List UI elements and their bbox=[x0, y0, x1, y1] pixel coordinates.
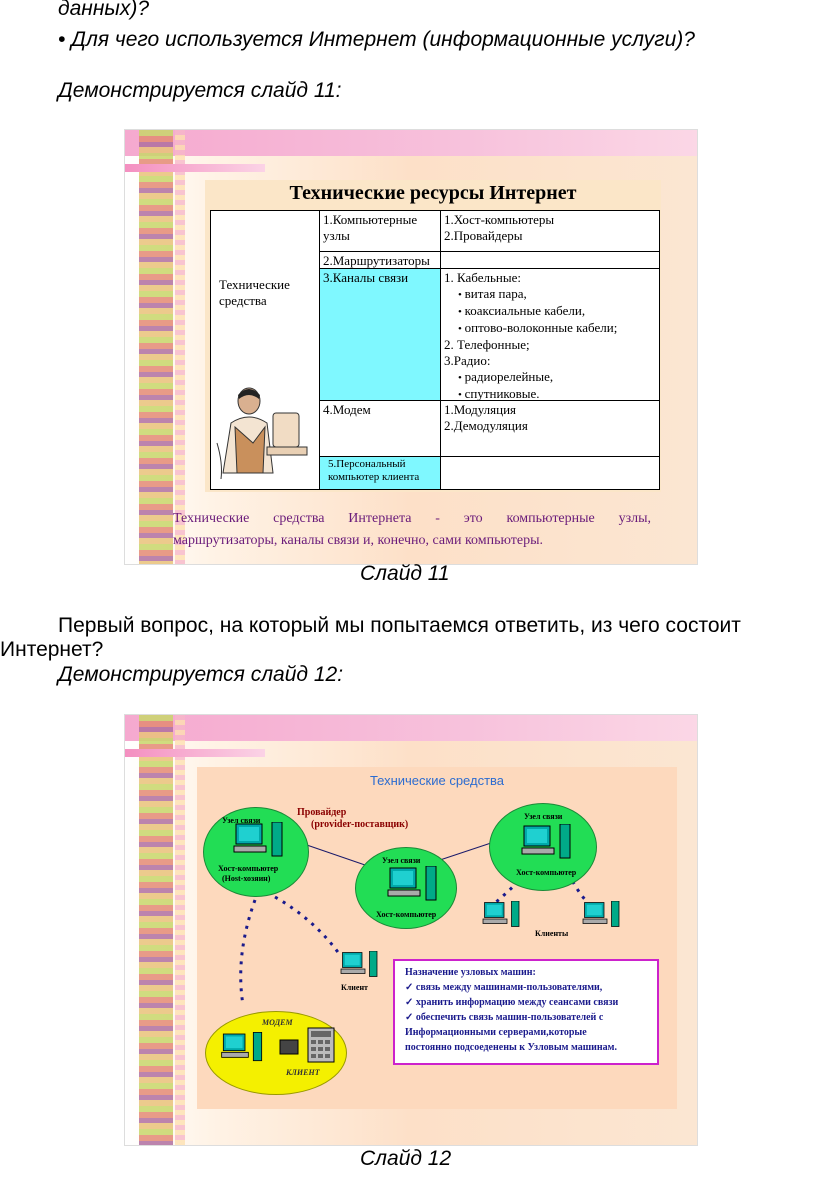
table-cell: 1.Модуляция 2.Демодуляция bbox=[440, 400, 660, 457]
decor-bar bbox=[125, 164, 265, 172]
decor-bar bbox=[125, 749, 265, 757]
node-host-2: Узел связи Хост-компьютер bbox=[355, 847, 457, 929]
resources-table: Технические средства 1.Компьютерные узлы… bbox=[210, 210, 660, 490]
text-line-demo-12: Демонстрируется слайд 12: bbox=[58, 663, 344, 686]
row-detail: 2.Демодуляция bbox=[444, 418, 528, 433]
bullet-item: спутниковые. bbox=[458, 386, 656, 403]
caption-line: маршрутизаторы, каналы связи и, конечно,… bbox=[173, 533, 544, 548]
row-detail: 1. Кабельные: bbox=[444, 270, 521, 285]
info-box: Назначение узловых машин: связь между ма… bbox=[393, 959, 659, 1065]
text-line-internet-use: • Для чего используется Интернет (информ… bbox=[58, 28, 695, 51]
info-item: хранить информацию между сеансами связи bbox=[405, 995, 647, 1010]
decor-band bbox=[125, 130, 697, 156]
table-cell: 1.Хост-компьютеры 2.Провайдеры bbox=[440, 210, 660, 252]
table-cell: 2.Маршрутизаторы bbox=[319, 251, 441, 269]
info-text: Информационными серверами,которые bbox=[405, 1027, 587, 1038]
table-cell: 3.Каналы связи bbox=[319, 268, 441, 401]
node-label: Узел связи bbox=[382, 856, 421, 865]
info-item: связь между машинами-пользователями, bbox=[405, 980, 647, 995]
row-detail: 2. Телефонные; bbox=[444, 337, 530, 352]
computer-icon bbox=[521, 824, 571, 859]
decor-strip bbox=[175, 715, 185, 1145]
row-item: 1.Компьютерные узлы bbox=[323, 212, 418, 243]
decor-strip bbox=[175, 130, 185, 564]
row-detail: 2.Провайдеры bbox=[444, 228, 523, 243]
text-line-data-end: данных)? bbox=[58, 0, 150, 20]
bullet-list: витая пара, коаксиальные кабели, оптово-… bbox=[444, 286, 656, 337]
row-detail: 1.Хост-компьютеры bbox=[444, 212, 555, 227]
node-label: Хост-компьютер bbox=[218, 864, 279, 873]
computer-icon bbox=[482, 901, 520, 927]
bullet-list: радиорелейные, спутниковые. bbox=[444, 369, 656, 403]
table-cell: 4.Модем bbox=[319, 400, 441, 457]
node-label: Хост-компьютер bbox=[376, 910, 437, 919]
slide-label: Слайд 12 bbox=[360, 1147, 452, 1170]
provider-label: Провайдер bbox=[297, 807, 347, 818]
info-title: Назначение узловых машин: bbox=[405, 967, 536, 978]
row-detail: 1.Модуляция bbox=[444, 402, 517, 417]
computer-icon bbox=[221, 1032, 263, 1062]
slide-caption: Технические средства Интернета - это ком… bbox=[173, 508, 651, 552]
table-cell-text: Технические средства bbox=[219, 277, 290, 308]
node-label: Узел связи bbox=[222, 816, 261, 825]
slide-title: Технические ресурсы Интернет bbox=[289, 182, 577, 204]
bullet-item: радиорелейные, bbox=[458, 369, 656, 386]
table-cell bbox=[440, 251, 660, 269]
client-italic-label: КЛИЕНТ bbox=[286, 1068, 320, 1077]
row-item: 5.Персональный компьютер клиента bbox=[328, 458, 420, 483]
person-illustration bbox=[216, 387, 308, 480]
slide-12: Технические средства Узел связи Хост-ком… bbox=[124, 714, 698, 1146]
row-detail: 3.Радио: bbox=[444, 353, 491, 368]
slide-label: Слайд 11 bbox=[360, 562, 450, 585]
decor-strip bbox=[139, 715, 173, 1145]
decor-band bbox=[125, 715, 697, 741]
table-cell-left: Технические средства bbox=[210, 210, 320, 490]
clients-label: Клиенты bbox=[535, 929, 569, 938]
slide-title: Технические средства bbox=[369, 773, 505, 788]
node-host-1: Узел связи Хост-компьютер (Host-хозяин) bbox=[203, 807, 309, 897]
computer-icon bbox=[582, 901, 620, 927]
decor-strip bbox=[139, 130, 173, 564]
table-cell: 5.Персональный компьютер клиента bbox=[319, 456, 441, 490]
row-item: 4.Модем bbox=[323, 402, 371, 417]
computer-icon bbox=[387, 866, 437, 901]
row-item: 2.Маршрутизаторы bbox=[323, 253, 430, 268]
table-cell bbox=[440, 456, 660, 490]
paragraph-line: Интернет? bbox=[0, 638, 104, 661]
info-item: обеспечить связь машин-пользователей с bbox=[405, 1010, 647, 1025]
bullet-item: оптово-волоконные кабели; bbox=[458, 320, 656, 337]
node-label: Узел связи bbox=[524, 812, 563, 821]
node-label: Хост-компьютер bbox=[516, 868, 577, 877]
info-text: постоянно подсоеденены к Узловым машинам… bbox=[405, 1042, 617, 1053]
computer-icon bbox=[233, 822, 283, 857]
text-line-demo-11: Демонстрируется слайд 11: bbox=[58, 79, 342, 102]
table-cell: 1.Компьютерные узлы bbox=[319, 210, 441, 252]
row-item: 3.Каналы связи bbox=[323, 270, 409, 285]
table-cell: 1. Кабельные: витая пара, коаксиальные к… bbox=[440, 268, 660, 401]
computer-icon bbox=[340, 951, 378, 977]
node-host-3: Узел связи Хост-компьютер bbox=[489, 803, 597, 891]
bullet-item: витая пара, bbox=[458, 286, 656, 303]
bullet-item: коаксиальные кабели, bbox=[458, 303, 656, 320]
provider-label: (provider-поставщик) bbox=[311, 819, 409, 830]
slide-11: Технические ресурсы Интернет Технические… bbox=[124, 129, 698, 565]
caption-line: Технические средства Интернета - это ком… bbox=[173, 511, 651, 526]
node-label: (Host-хозяин) bbox=[222, 874, 271, 883]
modem-label: МОДЕМ bbox=[262, 1018, 293, 1027]
node-modem: МОДЕМ КЛИЕНТ bbox=[205, 1011, 347, 1095]
client-label: Клиент bbox=[341, 983, 368, 992]
paragraph-line: Первый вопрос, на который мы попытаемся … bbox=[58, 614, 741, 637]
modem-icon bbox=[279, 1027, 335, 1063]
